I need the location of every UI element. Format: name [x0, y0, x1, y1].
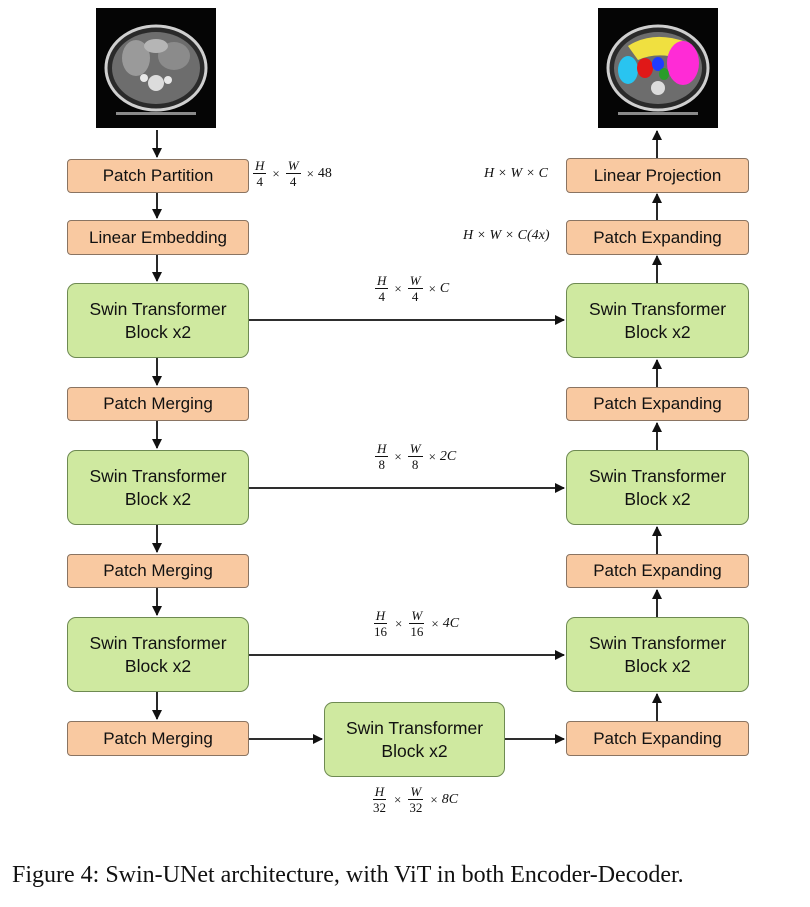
dim-den: 4: [289, 174, 297, 189]
patch-expanding-box-1: Patch Expanding: [566, 387, 749, 421]
swin-block-decoder-3: Swin Transformer Block x2: [566, 617, 749, 692]
dim-label-expanding: H × W × C(4x): [463, 228, 550, 243]
dim-num: W: [407, 273, 423, 289]
dim-num: H: [372, 784, 387, 800]
ct-scan-icon: [96, 8, 216, 128]
dim-num: H: [375, 273, 389, 289]
dim-den: 16: [410, 624, 424, 639]
dim-tail: 8C: [441, 791, 459, 807]
dim-den: 8: [378, 457, 385, 472]
dim-tail: C: [439, 280, 450, 296]
swin-block-bottleneck: Swin Transformer Block x2: [324, 702, 505, 777]
dim-num: W: [408, 784, 424, 800]
dim-num: W: [285, 158, 301, 174]
dim-tail: 48: [317, 165, 332, 181]
dim-den: 4: [411, 289, 419, 304]
dim-num: H: [375, 441, 389, 457]
patch-expanding-box-3: Patch Expanding: [566, 721, 749, 756]
dim-den: 4: [378, 289, 385, 304]
dim-den: 32: [373, 800, 386, 815]
dim-den: 16: [374, 624, 387, 639]
linear-projection-box: Linear Projection: [566, 158, 749, 193]
figure-caption: Figure 4: Swin-UNet architecture, with V…: [12, 862, 684, 888]
dim-num: W: [407, 441, 423, 457]
patch-merging-box-3: Patch Merging: [67, 721, 249, 756]
swin-block-encoder-3: Swin Transformer Block x2: [67, 617, 249, 692]
dim-den: 4: [256, 174, 263, 189]
segmentation-map-icon: [598, 8, 718, 128]
patch-expanding-box-2: Patch Expanding: [566, 554, 749, 588]
dim-den: 8: [411, 457, 419, 472]
segmentation-output-image: [598, 8, 718, 128]
patch-expanding-box-top: Patch Expanding: [566, 220, 749, 255]
swin-block-encoder-2: Swin Transformer Block x2: [67, 450, 249, 525]
patch-merging-box-1: Patch Merging: [67, 387, 249, 421]
dim-label-projection: H × W × C: [484, 166, 549, 181]
swin-block-decoder-1: Swin Transformer Block x2: [566, 283, 749, 358]
linear-embedding-box: Linear Embedding: [67, 220, 249, 255]
dim-num: H: [253, 158, 267, 174]
dim-num: H: [373, 608, 388, 624]
swin-block-encoder-1: Swin Transformer Block x2: [67, 283, 249, 358]
swin-block-decoder-2: Swin Transformer Block x2: [566, 450, 749, 525]
dim-den: 32: [409, 800, 423, 815]
dim-tail: 4C: [442, 615, 460, 631]
patch-merging-box-2: Patch Merging: [67, 554, 249, 588]
dim-tail: 2C: [439, 448, 457, 464]
dim-num: W: [409, 608, 425, 624]
patch-partition-box: Patch Partition: [67, 159, 249, 193]
ct-input-image: [96, 8, 216, 128]
